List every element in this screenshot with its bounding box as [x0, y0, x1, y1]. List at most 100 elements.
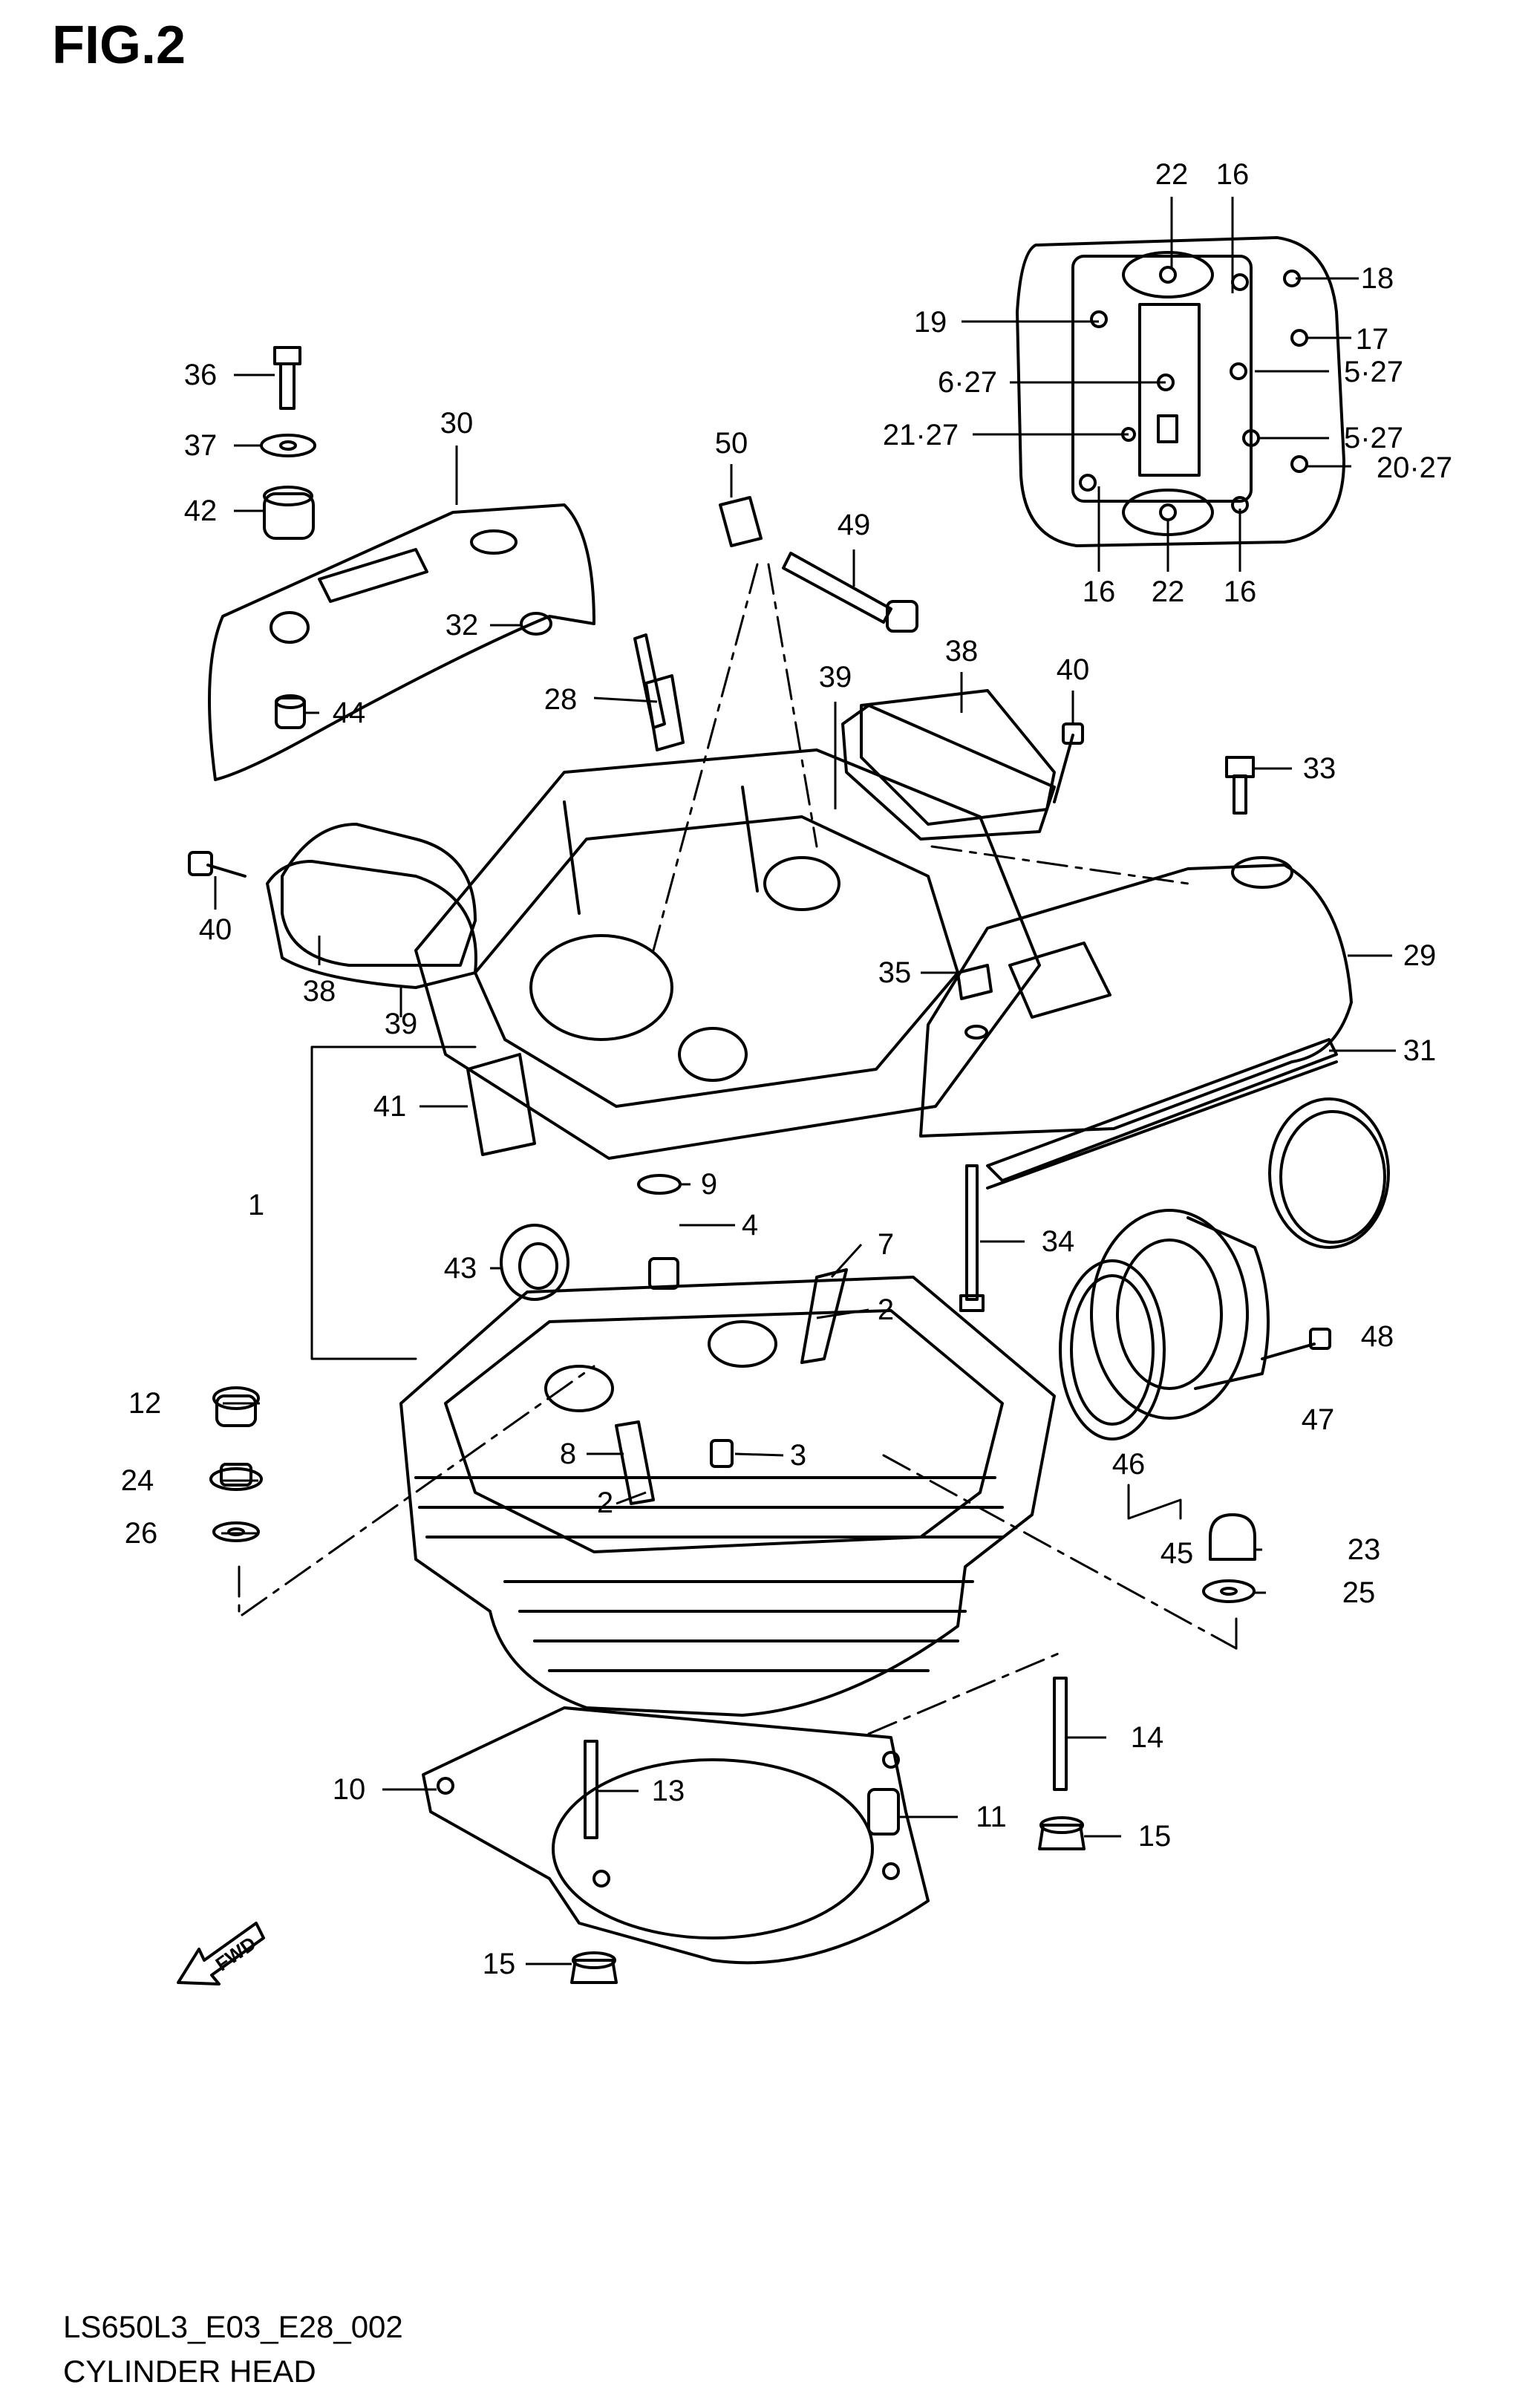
- diagram-code: LS650L3_E03_E28_002: [63, 2309, 403, 2344]
- bolt-36: [273, 346, 301, 410]
- valve-guide-8: [615, 1420, 655, 1505]
- callout-29: 29: [1403, 939, 1437, 972]
- ring-43: [500, 1224, 569, 1301]
- callout-22-bottom: 22: [1152, 575, 1185, 608]
- stud-14: [1053, 1677, 1068, 1791]
- o-ring-9: [637, 1174, 682, 1195]
- callout-38-top: 38: [945, 635, 979, 668]
- washer-26: [212, 1521, 260, 1542]
- spark-plug-28: [633, 633, 685, 751]
- callout-47: 47: [1302, 1403, 1335, 1436]
- callout-18: 18: [1361, 262, 1394, 295]
- callout-15-right: 15: [1138, 1820, 1172, 1853]
- dowel-11: [867, 1788, 900, 1836]
- stud-13: [584, 1740, 598, 1839]
- grommet-12: [212, 1386, 260, 1427]
- callout-22-top: 22: [1155, 158, 1189, 191]
- callout-21-27: 21·27: [883, 419, 959, 451]
- dowel-4: [648, 1257, 679, 1290]
- callout-35: 35: [878, 956, 912, 989]
- side-cover-38-right: [841, 689, 1056, 841]
- callout-16-top: 16: [1216, 158, 1250, 191]
- cap-32: [520, 612, 552, 636]
- nut-24: [209, 1463, 263, 1491]
- cap-nut-23: [1209, 1513, 1256, 1561]
- callout-15-bottom: 15: [483, 1948, 516, 1980]
- callout-34: 34: [1042, 1225, 1075, 1258]
- callout-7: 7: [878, 1228, 894, 1261]
- bolt-49: [782, 552, 918, 633]
- cylinder-head-body: [399, 1276, 1056, 1717]
- callout-12: 12: [128, 1387, 162, 1420]
- callout-48: 48: [1361, 1320, 1394, 1353]
- callout-39-left: 39: [385, 1008, 418, 1040]
- callout-45: 45: [1161, 1537, 1194, 1570]
- callout-30: 30: [440, 407, 474, 440]
- callout-2-top: 2: [878, 1293, 894, 1326]
- callout-14: 14: [1131, 1721, 1164, 1754]
- bolt-47: [1261, 1328, 1331, 1360]
- head-cover-29: [919, 856, 1353, 1138]
- callout-46: 46: [1112, 1448, 1146, 1481]
- callout-38-left: 38: [303, 975, 336, 1008]
- callout-32: 32: [445, 609, 479, 642]
- callout-42: 42: [184, 495, 218, 527]
- callout-31: 31: [1403, 1034, 1437, 1067]
- callout-20-27: 20·27: [1377, 451, 1452, 484]
- figure-title: FIG.2: [52, 16, 186, 75]
- gasket-46: [1059, 1259, 1166, 1440]
- callout-39-top: 39: [819, 661, 852, 694]
- callout-16-bottom-right: 16: [1224, 575, 1257, 608]
- callout-28: 28: [544, 683, 578, 716]
- callout-17: 17: [1356, 323, 1389, 356]
- callout-26: 26: [125, 1517, 158, 1550]
- clamp-48: [1268, 1097, 1390, 1249]
- callout-50: 50: [715, 427, 748, 460]
- callout-2-bottom: 2: [597, 1487, 613, 1519]
- head-cover-30: [208, 503, 595, 781]
- callout-33: 33: [1303, 752, 1336, 785]
- callout-10: 10: [333, 1773, 366, 1806]
- stud-34: [959, 1164, 985, 1312]
- bolt-40-left: [188, 851, 247, 878]
- callout-3: 3: [790, 1439, 806, 1472]
- callout-23: 23: [1348, 1533, 1381, 1566]
- callout-5-27-a: 5·27: [1344, 356, 1403, 388]
- bolt-40-right: [1053, 722, 1084, 803]
- callout-9: 9: [701, 1168, 717, 1201]
- callout-5-27-b: 5·27: [1344, 422, 1403, 454]
- intake-pipe-45: [1090, 1209, 1270, 1420]
- callout-11: 11: [976, 1801, 1007, 1833]
- bolt-33: [1225, 756, 1255, 815]
- gasket-31: [986, 1038, 1338, 1190]
- cap-50: [719, 496, 763, 547]
- callout-4: 4: [742, 1209, 758, 1241]
- fwd-arrow-icon: FWD: [177, 1922, 265, 1986]
- callout-36: 36: [184, 359, 218, 391]
- dowel-3: [710, 1439, 734, 1468]
- callout-37: 37: [184, 429, 218, 462]
- rubber-41: [466, 1053, 536, 1156]
- callout-25: 25: [1342, 1576, 1376, 1609]
- head-underside-view: [1016, 236, 1345, 547]
- callout-43: 43: [444, 1252, 477, 1285]
- grommet-42: [263, 486, 315, 540]
- callout-8: 8: [560, 1438, 576, 1470]
- washer-25: [1202, 1579, 1256, 1603]
- callout-40-left: 40: [199, 913, 232, 946]
- callout-19: 19: [914, 306, 947, 339]
- grommet-44: [275, 694, 306, 729]
- nut-15-bottom: [570, 1951, 618, 1984]
- callout-13: 13: [652, 1775, 685, 1807]
- callout-24: 24: [121, 1464, 154, 1497]
- callout-40-top: 40: [1057, 653, 1090, 686]
- cylinder-gasket-10: [422, 1706, 930, 1965]
- washer-37: [260, 434, 316, 457]
- callout-6-27: 6·27: [938, 366, 997, 399]
- callout-16-bottom-left: 16: [1083, 575, 1116, 608]
- diagram-caption: CYLINDER HEAD: [63, 2354, 316, 2389]
- nut-15-right: [1038, 1816, 1086, 1850]
- cap-35: [956, 964, 993, 1000]
- callout-44: 44: [333, 696, 366, 729]
